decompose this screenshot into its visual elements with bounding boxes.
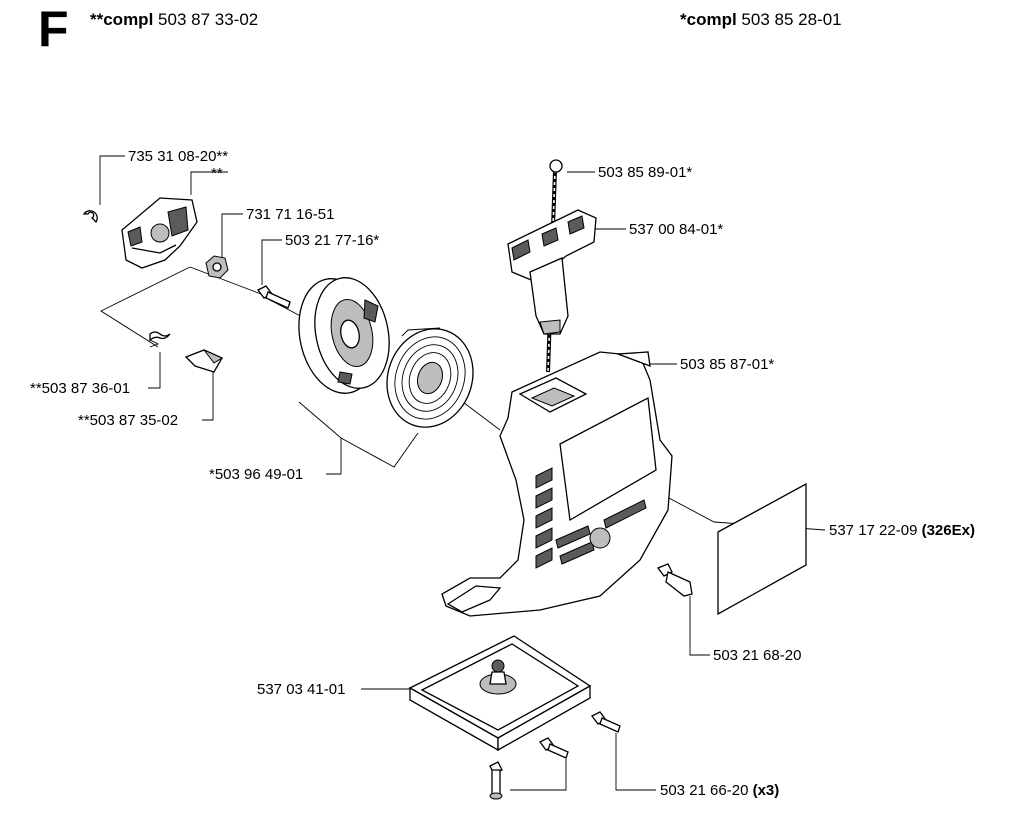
label-537-00-84-01: 537 00 84-01* xyxy=(629,221,724,238)
retaining-clip xyxy=(82,210,98,224)
label-735-31-08-20: 735 31 08-20** xyxy=(128,148,229,165)
label-503-21-66-20: 503 21 66-20 (x3) xyxy=(660,783,779,798)
screw-plate-1 xyxy=(591,711,621,733)
label-537-17-22-09: 537 17 22-09 (326Ex) xyxy=(829,523,975,538)
pawl xyxy=(184,349,224,373)
label-503-85-87-01: 503 85 87-01* xyxy=(680,356,775,373)
label-503-21-77-16: 503 21 77-16* xyxy=(285,232,380,249)
starter-housing xyxy=(441,351,673,617)
label-503-21-66-20-note: (x3) xyxy=(752,782,780,799)
screw-housing xyxy=(656,563,693,597)
label-pawl-cover-mark: ** xyxy=(211,165,223,182)
label-731-71-16-51: 731 71 16-51 xyxy=(246,206,335,223)
screw-plate-3 xyxy=(489,761,503,800)
screw-plate-2 xyxy=(539,737,569,759)
header-compl-right-number: 503 85 28-01 xyxy=(741,10,842,29)
header-compl-right: *compl 503 85 28-01 xyxy=(680,10,842,30)
header-compl-left-number: 503 87 33-02 xyxy=(158,10,259,29)
header-compl-left-prefix: **compl xyxy=(90,10,154,29)
pawl-cover xyxy=(121,197,198,269)
label-503-85-89-01: 503 85 89-01* xyxy=(598,164,693,181)
label-537-17-22-09-number: 537 17 22-09 xyxy=(829,522,918,539)
header-compl-right-prefix: *compl xyxy=(680,10,737,29)
screw-pulley xyxy=(257,285,291,309)
pawl-spring xyxy=(149,331,171,348)
starter-pulley xyxy=(298,277,390,394)
label-503-96-49-01: *503 96 49-01 xyxy=(209,466,304,483)
label-537-17-22-09-note: (326Ex) xyxy=(921,522,975,539)
starter-handle xyxy=(507,209,597,335)
label-503-87-35-02: **503 87 35-02 xyxy=(78,412,179,429)
nut xyxy=(205,255,229,279)
recoil-spring xyxy=(386,327,474,428)
section-letter: F xyxy=(38,1,69,57)
label-503-21-66-20-number: 503 21 66-20 xyxy=(660,782,749,799)
label-503-87-36-01: **503 87 36-01 xyxy=(30,380,131,397)
label-503-21-68-20: 503 21 68-20 xyxy=(713,647,802,664)
label-537-03-41-01: 537 03 41-01 xyxy=(257,681,346,698)
header-compl-left: **compl 503 87 33-02 xyxy=(90,10,258,30)
warning-label xyxy=(717,482,807,616)
bottom-plate xyxy=(408,635,592,752)
